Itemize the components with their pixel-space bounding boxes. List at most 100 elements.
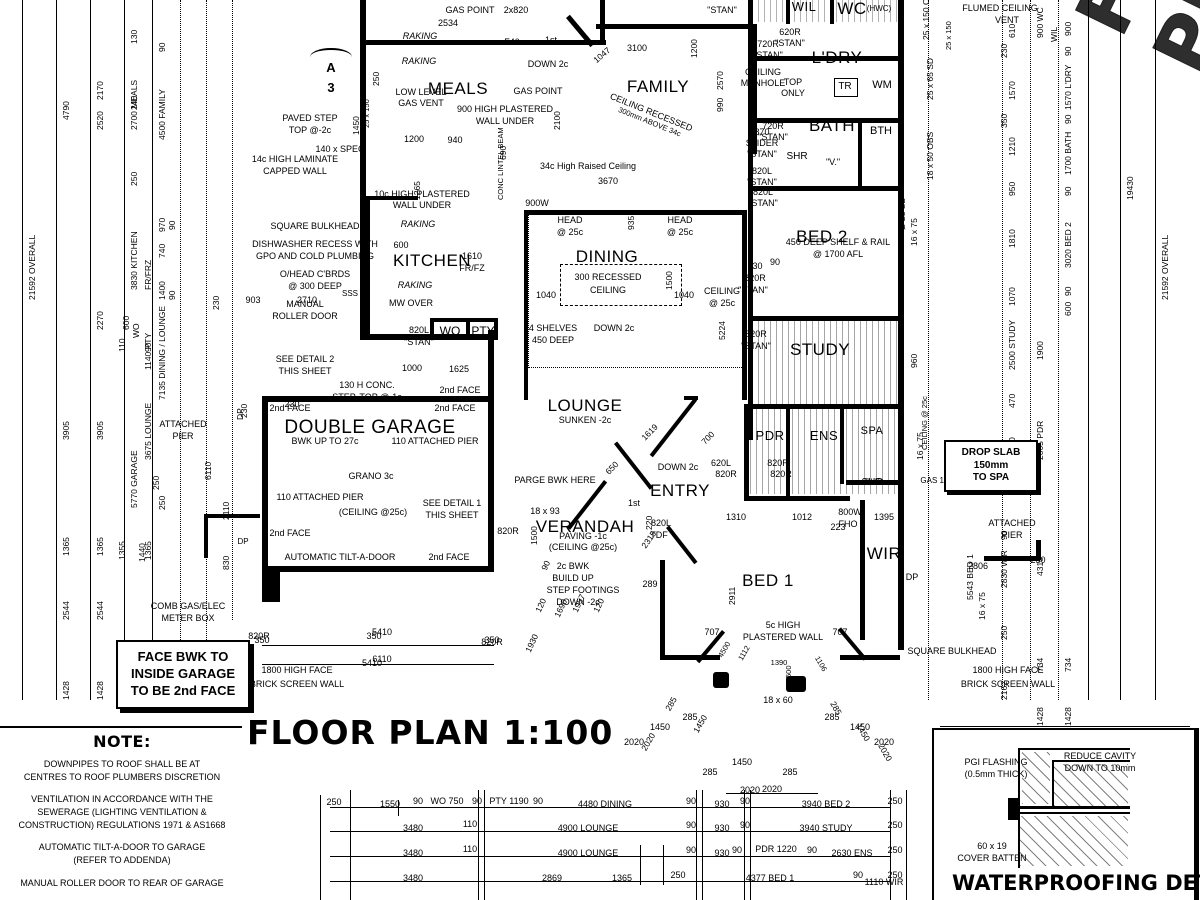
- annotation: 4 SHELVES: [528, 323, 578, 333]
- annotation: 25 x 150: [362, 99, 371, 128]
- wall: [742, 210, 747, 400]
- wall: [860, 500, 865, 640]
- dim-label: WIL: [1049, 26, 1059, 42]
- annotation: 5c HIGH: [765, 620, 801, 630]
- dim-label: 930: [714, 848, 730, 858]
- dimension-line: [206, 0, 207, 700]
- wall: [262, 396, 268, 572]
- annotation: 1st: [544, 35, 558, 45]
- annotation: 2nd FACE: [269, 528, 311, 538]
- annotation: 903: [245, 295, 261, 305]
- annotation: 1450: [351, 116, 361, 135]
- dim-label: 90: [685, 820, 697, 830]
- annotation: 707: [832, 627, 848, 637]
- dim-label: 2520: [95, 111, 105, 130]
- dim-label: 1450: [849, 722, 871, 732]
- wall: [786, 404, 790, 496]
- annotation: 820L: [408, 325, 430, 335]
- annotation: @ 300 DEEP: [288, 281, 342, 291]
- annotation: ROLLER DOOR: [272, 311, 338, 321]
- annotation: 3670: [597, 176, 619, 186]
- annotation: 90: [769, 257, 781, 267]
- annotation: ATTACHED: [159, 419, 207, 429]
- annotation: 820R: [248, 631, 270, 641]
- dimension-line: [726, 793, 818, 794]
- annotation: COMB GAS/ELEC: [150, 601, 226, 611]
- annotation: 140 x SPEC: [315, 144, 365, 154]
- wall: [360, 0, 366, 340]
- notes-heading: NOTE:: [93, 732, 151, 751]
- wall: [857, 78, 858, 97]
- annotation: 120: [533, 596, 549, 614]
- dim-label: 3480: [402, 848, 424, 858]
- wall: [748, 56, 902, 61]
- annotation: 990: [715, 97, 725, 112]
- dim-label: 1570 L'DRY: [1063, 64, 1073, 110]
- dim-label: 90: [471, 796, 483, 806]
- note-item: VENTILATION IN ACCORDANCE WITH THE SEWER…: [18, 794, 226, 831]
- annotation: DP: [237, 537, 249, 546]
- detail-label-batten-1: 60 x 19: [977, 841, 1007, 851]
- annotation: 870: [754, 127, 770, 137]
- dim-label: 1450: [731, 757, 753, 767]
- annotation: 34c High Raised Ceiling: [539, 161, 637, 171]
- dimension-line: [890, 790, 891, 900]
- dimension-line: [1002, 0, 1003, 700]
- annotation: 2534: [437, 18, 459, 28]
- dim-label: 230: [999, 43, 1009, 58]
- dim-label: 2020: [873, 737, 895, 747]
- room-label-family: FAMILY: [626, 77, 690, 96]
- dimension-line: [640, 845, 641, 885]
- dimension-line: [478, 790, 479, 900]
- annotation: 820R: [767, 458, 789, 468]
- annotation: RAKING: [397, 280, 433, 290]
- annotation: "STAN": [747, 149, 777, 159]
- dim-label: 5770 GARAGE: [129, 450, 139, 508]
- annotation: HEAD: [667, 215, 693, 225]
- wall: [666, 525, 698, 565]
- annotation: ATTACHED: [988, 518, 1036, 528]
- dimension-row: [330, 856, 890, 857]
- dimension-line: [124, 0, 125, 700]
- annotation: ONLY: [781, 88, 805, 98]
- wall: [600, 0, 605, 44]
- annotation: 2nd FACE: [434, 403, 476, 413]
- dim-label: 19430: [1125, 176, 1135, 200]
- dim-label: 90: [532, 796, 544, 806]
- annotation: SEE DETAIL 2: [275, 354, 335, 364]
- annotation: 820L: [752, 187, 774, 197]
- annotation: 16 x 75: [915, 432, 925, 460]
- room-label-wil: WIL: [791, 0, 817, 14]
- wall: [748, 316, 902, 321]
- detail-line: [1018, 748, 1130, 750]
- dim-label: PDR 1220: [755, 844, 797, 854]
- detail-title: WATERPROOFING DETAIL 1: [952, 871, 1200, 895]
- dim-label: 1365: [611, 873, 633, 883]
- annotation: HEAD: [557, 215, 583, 225]
- annotation: PAVED STEP: [282, 113, 338, 123]
- room-label-entry: ENTRY: [650, 481, 710, 500]
- annotation: 223: [830, 522, 846, 532]
- dim-label: 2544: [61, 601, 71, 620]
- annotation: METER BOX: [161, 613, 215, 623]
- dimension-line: [320, 795, 321, 900]
- annotation: 500: [784, 665, 793, 678]
- annotation: AUTOMATIC TILT-A-DOOR: [284, 552, 396, 562]
- annotation: 930: [747, 261, 763, 271]
- dim-label: 4900 LOUNGE: [557, 823, 619, 833]
- annotation: SLIDER: [745, 138, 779, 148]
- dim-label: FR/FRZ: [143, 259, 153, 290]
- wall: [840, 404, 844, 484]
- annotation: 2nd FACE: [428, 552, 470, 562]
- section-marker-letter: A: [326, 60, 336, 76]
- wall: [430, 318, 434, 340]
- annotation: 1112: [736, 644, 752, 662]
- garage-face-callout: FACE BWK TO INSIDE GARAGE TO BE 2nd FACE: [116, 640, 250, 709]
- dim-label: 7135 DINING / LOUNGE: [157, 305, 167, 400]
- annotation: (HWC): [866, 4, 892, 13]
- annotation: FR/FZ: [459, 263, 485, 273]
- wall: [360, 334, 494, 340]
- annotation: @ 25c: [666, 227, 694, 237]
- dim-label: 4900 LOUNGE: [557, 848, 619, 858]
- annotation: 18 x 93: [530, 506, 560, 516]
